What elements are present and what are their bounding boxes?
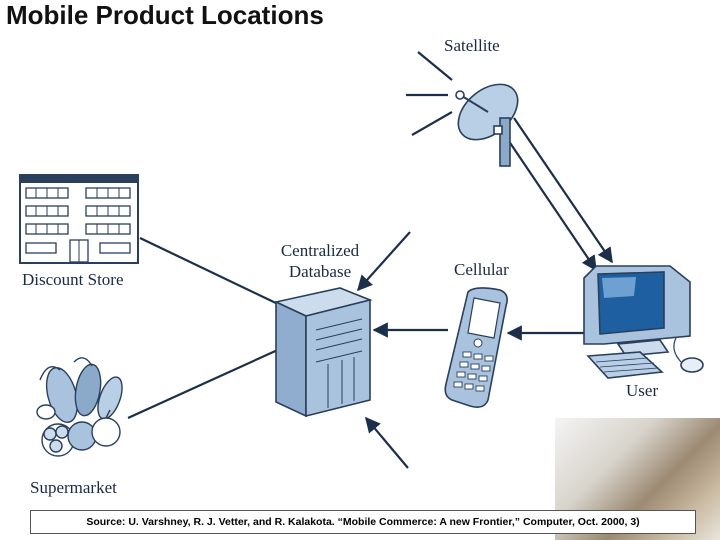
supermarket-to-database-line: [127, 346, 283, 420]
satellite-beam-1: [513, 117, 613, 264]
satellite-signal-3: [411, 111, 453, 136]
satellite-dish-icon: [455, 83, 519, 167]
discount-store-icon: [19, 174, 139, 264]
centralized-database-label: Centralized Database: [270, 240, 370, 282]
arrow-into-database-bottom: [365, 416, 409, 469]
satellite-label: Satellite: [444, 36, 500, 55]
database-server-icon: [273, 287, 373, 418]
user-label: User: [626, 381, 659, 400]
store-to-database-line: [139, 237, 281, 306]
slide-title: Mobile Product Locations: [6, 0, 324, 30]
connectors: [127, 51, 613, 469]
satellite-signal-1: [417, 51, 453, 81]
centralized-database-label-line1: Centralized: [280, 241, 360, 260]
cellular-label: Cellular: [454, 260, 509, 279]
cellular-phone-icon: [444, 287, 508, 408]
user-computer-icon: [583, 265, 704, 379]
satellite-beam-2: [499, 127, 597, 272]
arrow-into-database-top: [356, 231, 411, 292]
source-citation: Source: U. Varshney, R. J. Vetter, and R…: [30, 510, 696, 534]
centralized-database-label-line2: Database: [288, 262, 352, 281]
supermarket-produce-icon: [36, 357, 123, 457]
supermarket-label: Supermarket: [30, 478, 117, 497]
discount-store-label: Discount Store: [22, 270, 124, 289]
